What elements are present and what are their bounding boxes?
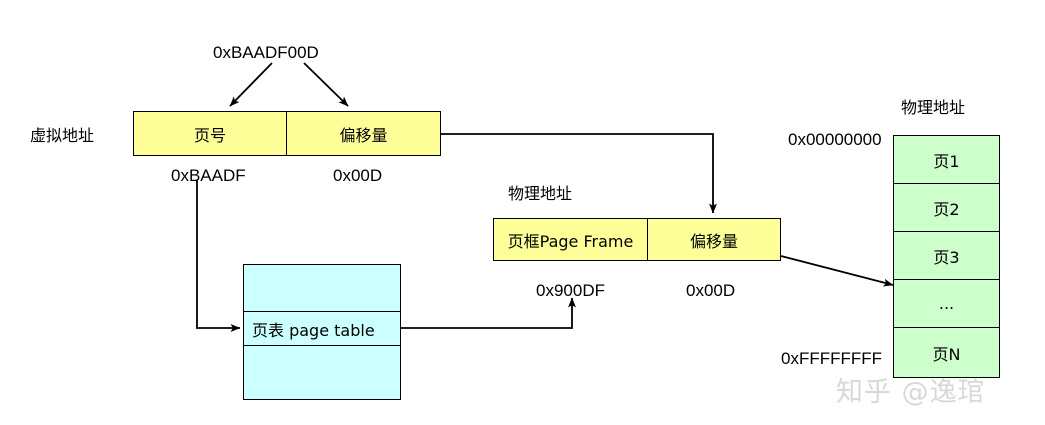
physical-frame-box[interactable]: 页框Page Frame <box>493 218 648 261</box>
memory-cell-1[interactable]: 页1 <box>893 135 1000 184</box>
memory-cell-1-text: 页1 <box>933 151 960 171</box>
watermark: 知乎 @逸琯 <box>836 377 986 408</box>
physical-frame-text: 页框Page Frame <box>507 231 634 251</box>
physical-offset-text: 偏移量 <box>689 231 738 251</box>
arrow-vaddr-to-offset <box>303 62 349 107</box>
page-table-row-bottom[interactable] <box>243 345 401 400</box>
arrow-offset-to-physoffset <box>441 133 717 214</box>
arrow-pagenum-to-pagetable <box>196 180 241 332</box>
virtual-offset-box[interactable]: 偏移量 <box>286 111 441 156</box>
memory-cell-2-text: 页2 <box>933 199 960 219</box>
virtual-offset-text: 偏移量 <box>339 125 388 145</box>
page-number-value-label: 0xBAADF <box>171 166 246 185</box>
virtual-address-value-label: 0xBAADF00D <box>213 43 319 62</box>
virtual-page-number-box[interactable]: 页号 <box>133 111 287 156</box>
physical-memory-caption: 物理地址 <box>901 98 966 117</box>
page-table-label: 页表 page table <box>252 320 375 340</box>
page-table-row-entry[interactable]: 页表 page table <box>243 311 401 346</box>
memory-cell-2[interactable]: 页2 <box>893 183 1000 232</box>
memory-cell-3-text: 页3 <box>933 247 960 267</box>
physical-offset-box[interactable]: 偏移量 <box>647 218 781 261</box>
memory-cell-n-text: 页N <box>932 344 961 364</box>
arrow-vaddr-to-pagenum <box>229 62 273 107</box>
virtual-page-number-text: 页号 <box>193 125 226 145</box>
arrow-pagetable-to-frame <box>401 297 576 329</box>
virtual-offset-value-label: 0x00D <box>333 166 383 185</box>
virtual-address-caption: 虚拟地址 <box>30 126 95 145</box>
physical-offset-value-label: 0x00D <box>686 281 736 300</box>
physical-address-caption: 物理地址 <box>508 184 573 203</box>
memory-end-address-label: 0xFFFFFFFF <box>781 349 883 368</box>
memory-cell-3[interactable]: 页3 <box>893 231 1000 280</box>
frame-value-label: 0x900DF <box>536 281 605 300</box>
memory-start-address-label: 0x00000000 <box>788 130 882 149</box>
arrow-physaddr-to-memory <box>780 255 894 287</box>
page-table-row-top[interactable] <box>243 264 401 312</box>
memory-cell-ellipsis-text: ... <box>938 294 955 313</box>
memory-cell-ellipsis[interactable]: ... <box>893 279 1000 328</box>
memory-cell-n[interactable]: 页N <box>893 327 1000 378</box>
